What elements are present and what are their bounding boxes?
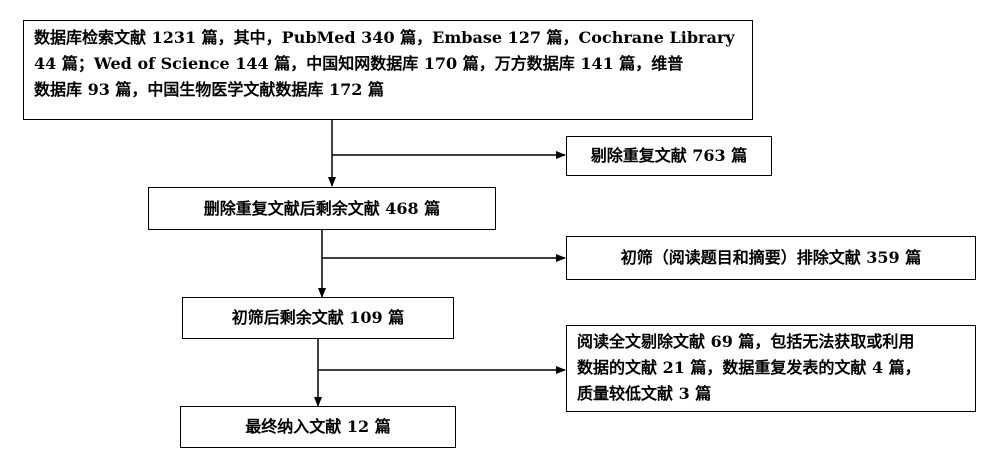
- included-label: 最终纳入文献 12 篇: [245, 417, 391, 436]
- fulltext-excluded-box: 阅读全文剔除文献 69 篇，包括无法获取或利用 数据的文献 21 篇，数据重复发…: [566, 325, 976, 412]
- after-screen-box: 初筛后剩余文献 109 篇: [182, 297, 454, 339]
- after-dedup-label: 删除重复文献后剩余文献 468 篇: [203, 198, 441, 218]
- search-results-box: 数据库检索文献 1231 篇，其中，PubMed 340 篇，Embase 12…: [23, 20, 753, 120]
- search-line-3: 数据库 93 篇，中国生物医学文献数据库 172 篇: [34, 80, 384, 99]
- after-dedup-box: 删除重复文献后剩余文献 468 篇: [148, 187, 496, 230]
- dedup-excluded-label: 剔除重复文献 763 篇: [590, 146, 748, 165]
- screen-excluded-box: 初筛（阅读题目和摘要）排除文献 359 篇: [566, 236, 976, 280]
- search-line-1: 数据库检索文献 1231 篇，其中，PubMed 340 篇，Embase 12…: [34, 28, 735, 47]
- search-line-2: 44 篇；Wed of Science 144 篇，中国知网数据库 170 篇，…: [34, 54, 684, 73]
- screen-excluded-label: 初筛（阅读题目和摘要）排除文献 359 篇: [620, 248, 922, 267]
- fulltext-excluded-line-3: 质量较低文献 3 篇: [577, 384, 712, 403]
- dedup-excluded-box: 剔除重复文献 763 篇: [566, 136, 772, 176]
- fulltext-excluded-line-2: 数据的文献 21 篇，数据重复发表的文献 4 篇，: [577, 358, 921, 377]
- included-box: 最终纳入文献 12 篇: [180, 406, 456, 448]
- after-screen-label: 初筛后剩余文献 109 篇: [231, 308, 405, 327]
- fulltext-excluded-line-1: 阅读全文剔除文献 69 篇，包括无法获取或利用: [577, 332, 915, 351]
